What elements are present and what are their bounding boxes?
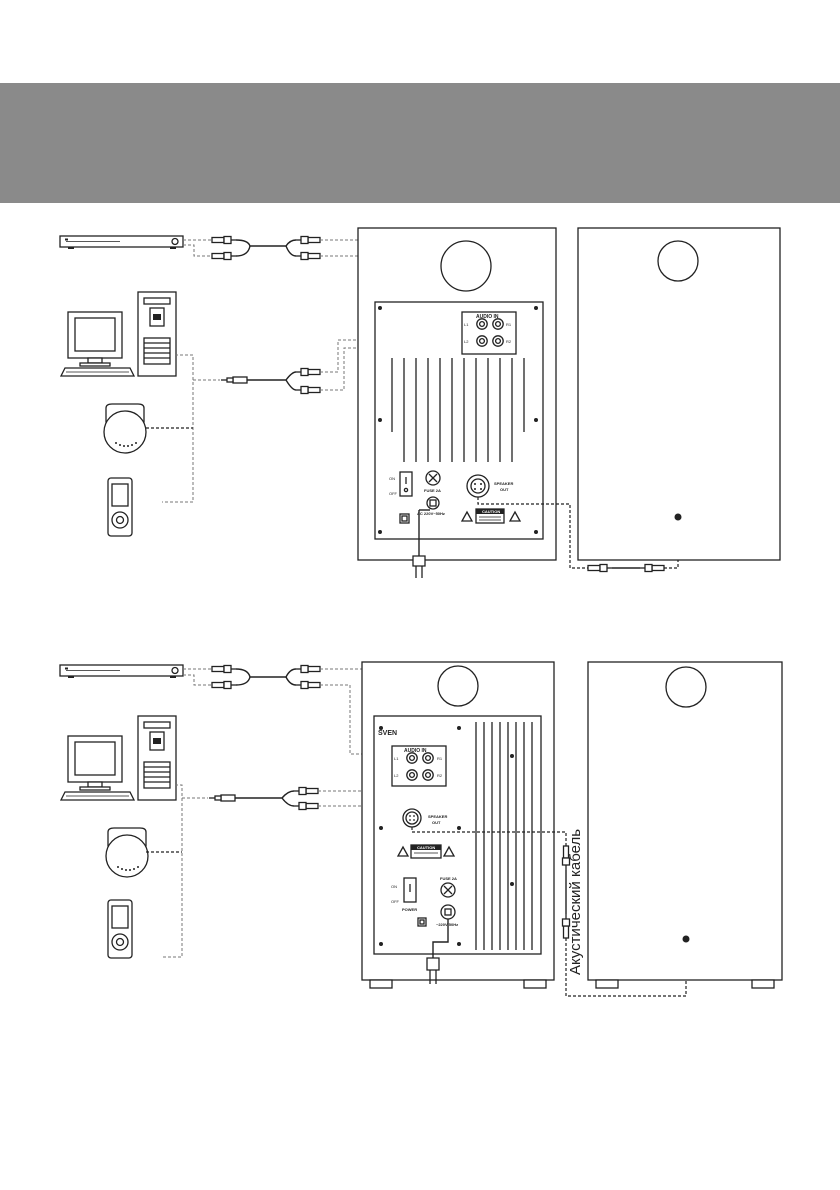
mini-jack-plug: [208, 794, 236, 802]
computer-icon: [60, 715, 177, 801]
speaker-cable-label: Акустический кабель: [567, 829, 584, 975]
svg-text:OFF: OFF: [391, 899, 400, 904]
mini-jack-plug: [220, 376, 248, 384]
svg-text:R2: R2: [437, 773, 443, 778]
svg-text:ON: ON: [389, 476, 395, 481]
svg-text:R1: R1: [506, 322, 512, 327]
rca-socket-l2[interactable]: [476, 335, 488, 347]
svg-text:R2: R2: [506, 339, 512, 344]
power-plug-icon: [426, 957, 440, 971]
rca-plug: [211, 664, 237, 674]
dvd-player-icon: [59, 664, 184, 679]
svg-text:SPEAKER: SPEAKER: [428, 814, 447, 819]
rca-plug: [293, 786, 319, 796]
svg-text:ON: ON: [391, 884, 397, 889]
rca-socket-l1[interactable]: [406, 752, 418, 764]
svg-text:L1: L1: [394, 756, 399, 761]
audio-in-label: AUDIO IN: [476, 314, 499, 320]
power-plug-icon: [412, 555, 426, 567]
rca-plug: [211, 235, 237, 245]
svg-text:OUT: OUT: [432, 820, 441, 825]
passive-speaker: [587, 661, 783, 981]
power-socket: [426, 496, 440, 510]
passive-speaker: [577, 227, 781, 561]
svg-text:L2: L2: [464, 339, 469, 344]
audio-in-block: [391, 745, 447, 787]
heatsink-fins: [391, 358, 525, 462]
rca-socket-l1[interactable]: [476, 318, 488, 330]
cd-player-icon: [105, 827, 149, 878]
mp3-player-icon: [107, 899, 133, 959]
svg-text:AUDIO IN: AUDIO IN: [404, 748, 427, 754]
rca-socket-r2[interactable]: [492, 335, 504, 347]
cd-player-icon: [103, 403, 147, 454]
mp3-player-icon: [107, 477, 133, 537]
svg-text:~220V/50Hz: ~220V/50Hz: [436, 922, 458, 927]
dvd-player-icon: [59, 235, 184, 250]
woofer-icon: [440, 240, 492, 292]
woofer-icon: [665, 666, 707, 708]
rca-socket-l2[interactable]: [406, 769, 418, 781]
speaker-out-socket[interactable]: [466, 474, 490, 498]
rca-plug: [295, 664, 321, 674]
rca-socket-r1[interactable]: [492, 318, 504, 330]
brand-logo: SVEN: [378, 730, 397, 737]
woofer-icon: [437, 665, 479, 707]
svg-text:L1: L1: [464, 322, 469, 327]
svg-text:CAUTION: CAUTION: [417, 845, 435, 850]
svg-text:R1: R1: [437, 756, 443, 761]
rca-plug: [211, 680, 237, 690]
rca-plug: [295, 680, 321, 690]
header-banner: [0, 83, 840, 203]
svg-text:OUT: OUT: [500, 487, 509, 492]
heatsink-fins: [475, 722, 533, 950]
svg-text:AC 220V~50Hz: AC 220V~50Hz: [417, 511, 445, 516]
rca-socket-r2[interactable]: [422, 769, 434, 781]
rca-socket-r1[interactable]: [422, 752, 434, 764]
woofer-icon: [657, 240, 699, 282]
rca-plug: [293, 801, 319, 811]
bottom-diagram: SVEN AUDIO IN L1 R1 L2 R2 SPEAKER OUT CA…: [59, 661, 783, 997]
svg-text:SPEAKER: SPEAKER: [494, 481, 513, 486]
svg-text:FUSE 2A: FUSE 2A: [440, 876, 457, 881]
power-socket: [440, 904, 456, 920]
speaker-cable-plug: [587, 563, 613, 573]
audio-in-block: [461, 311, 517, 355]
rca-plug: [295, 251, 321, 261]
rca-plug: [295, 385, 321, 395]
rca-plug: [295, 235, 321, 245]
svg-text:CAUTION: CAUTION: [482, 509, 500, 514]
svg-text:L2: L2: [394, 773, 399, 778]
top-diagram: AUDIO IN L1 R1 L2 R2 ON OFF FUSE 2A AC 2…: [59, 227, 781, 578]
svg-text:FUSE 2A: FUSE 2A: [424, 488, 441, 493]
svg-text:OFF: OFF: [389, 491, 398, 496]
rca-plug: [211, 251, 237, 261]
svg-text:POWER: POWER: [402, 907, 417, 912]
speaker-cable-plug: [639, 563, 665, 573]
rca-plug: [295, 367, 321, 377]
computer-icon: [60, 291, 177, 377]
